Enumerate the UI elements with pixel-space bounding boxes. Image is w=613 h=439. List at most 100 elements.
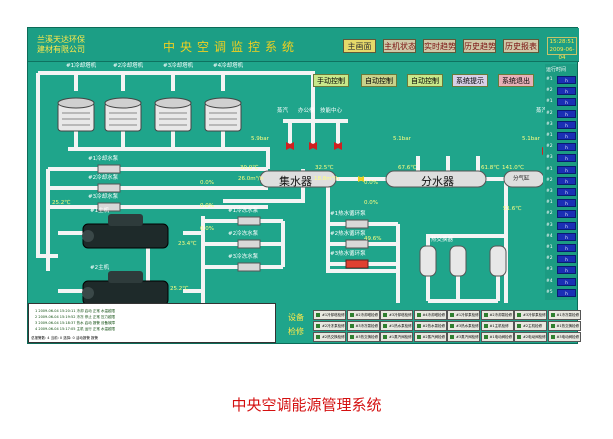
nav-realtime-trend-button[interactable]: 实时趋势 — [423, 39, 456, 53]
device-check-button[interactable]: #2蒸汽阀检修 — [413, 332, 447, 342]
device-check-button[interactable]: #2冷却塔检修 — [346, 310, 380, 320]
device-check-button[interactable]: #1热水泵检修 — [380, 321, 413, 331]
flow-1: 0.0% — [200, 180, 214, 186]
alarm-row[interactable]: 1 2009-06-04 15:20:11 冷却 启动 正常 水温越限 — [35, 309, 115, 313]
valve-distributor[interactable] — [358, 176, 364, 182]
device-check-button[interactable]: #3热交换检修 — [346, 332, 380, 342]
chiller-1[interactable] — [82, 214, 169, 249]
run-time-item-value: h — [557, 244, 576, 252]
heat-exchanger-temp: 51.6℃ — [503, 206, 522, 212]
chilled-pump-2[interactable] — [237, 239, 261, 249]
device-check-button[interactable]: #1冷却泵检修 — [447, 310, 480, 320]
run-time-item-value: h — [557, 143, 576, 152]
chilled-pump-2-label: #2冷冻水泵 — [228, 231, 259, 237]
company-name-line2: 建材有限公司 — [37, 45, 85, 54]
chiller-2[interactable] — [82, 271, 169, 303]
alarm-row[interactable]: 4 2009-06-04 15:17:05 主机 运行 正常 水温越限 — [35, 327, 115, 331]
hot-pump-1-label: #1热水循环泵 — [330, 211, 366, 217]
heat-exchanger-2[interactable] — [449, 245, 467, 277]
system-exit-button[interactable]: 系统退出 — [498, 74, 534, 87]
device-check-button[interactable]: #2冷却泵检修 — [480, 310, 514, 320]
device-check-button[interactable]: #3冷冻泵检修 — [346, 321, 380, 331]
device-check-button[interactable]: #2冷冻泵检修 — [313, 321, 346, 331]
cooling-pump-2[interactable] — [97, 183, 121, 193]
device-check-button[interactable]: #1热交换检修 — [547, 321, 581, 331]
company-name-line1: 兰溪天达环保 — [37, 35, 85, 44]
chilled-pump-3[interactable] — [237, 262, 261, 272]
auto-control-button[interactable]: 自动控制 — [361, 74, 397, 87]
device-check-button[interactable]: #2热交换检修 — [313, 332, 346, 342]
device-check-button[interactable]: #3电动阀检修 — [547, 332, 581, 342]
run-time-item-value: h — [557, 98, 576, 107]
run-time-item-value: h — [557, 232, 576, 241]
run-time-item-value: h — [557, 132, 576, 140]
hot-pump-3[interactable] — [345, 259, 369, 269]
device-check-button[interactable]: #1蒸汽阀检修 — [380, 332, 413, 342]
flow-3: 0.0% — [200, 226, 214, 232]
nav-main-button[interactable]: 主画面 — [343, 39, 376, 53]
run-time-item-label: #2 — [546, 256, 553, 262]
distributor-tank[interactable] — [385, 170, 487, 188]
heat-exchanger-1[interactable] — [419, 245, 437, 277]
device-check-button[interactable]: #2电动阀检修 — [514, 332, 547, 342]
device-check-label-1: 设备 — [288, 313, 304, 322]
system-prompt-button[interactable]: 系统提示 — [452, 74, 488, 87]
hot-pump-2-value: 0.0% — [364, 200, 378, 206]
collector-temp: 30.0℃ — [240, 165, 259, 171]
cooling-tower-2-label: #2冷却塔机 — [113, 63, 144, 69]
cooling-pump-3-label: #3冷却水泵 — [88, 194, 119, 200]
nav-chiller-status-button[interactable]: 主机状态 — [383, 39, 416, 53]
device-check-button[interactable]: #3蒸汽阀检修 — [447, 332, 480, 342]
run-time-item-value: h — [557, 87, 576, 96]
hot-pump-2[interactable] — [345, 239, 369, 249]
device-check-button[interactable]: #3冷却塔检修 — [380, 310, 413, 320]
valve-makeup[interactable] — [286, 142, 294, 150]
hot-pump-1[interactable] — [345, 219, 369, 229]
run-time-item-value: h — [557, 288, 576, 297]
chiller-2-label: #2主机 — [90, 265, 110, 271]
cooling-tower-4[interactable] — [204, 97, 242, 132]
cooling-tower-1[interactable] — [57, 97, 95, 132]
cooling-pump-1[interactable] — [97, 164, 121, 174]
datetime-display: 15:28:51 2009-06-04 — [547, 37, 577, 61]
valve-office[interactable] — [309, 142, 317, 150]
device-check-button[interactable]: #3冷却泵检修 — [514, 310, 547, 320]
run-time-item-label: #2 — [546, 211, 553, 217]
heat-exchanger-3[interactable] — [489, 245, 507, 277]
valve-steam[interactable] — [542, 147, 543, 155]
device-check-button[interactable]: #3热水泵检修 — [447, 321, 480, 331]
device-check-button[interactable]: #1冷却塔检修 — [313, 310, 346, 320]
hot-pump-3-value: 49.6% — [364, 236, 382, 242]
chiller-delta-temp: 23.4℃ — [178, 241, 197, 247]
chilled-pump-1[interactable] — [237, 216, 261, 226]
cooling-tower-2[interactable] — [104, 97, 142, 132]
device-check-button[interactable]: #1主机检修 — [480, 321, 514, 331]
device-check-button[interactable]: #1电动阀检修 — [480, 332, 514, 342]
device-check-button[interactable]: #2热水泵检修 — [413, 321, 447, 331]
steam-header-tank[interactable] — [503, 170, 543, 188]
distributor-label: 分水器 — [421, 175, 454, 188]
collector-tank[interactable] — [259, 170, 337, 188]
alarm-window[interactable]: 1 2009-06-04 15:20:11 冷却 启动 正常 水温越限 2 200… — [28, 303, 276, 343]
cooling-tower-3[interactable] — [154, 97, 192, 132]
run-time-item-label: #3 — [546, 121, 553, 127]
nav-history-report-button[interactable]: 历史报表 — [503, 39, 539, 53]
valve-rd-center[interactable] — [334, 142, 342, 150]
run-time-item-label: #3 — [546, 267, 553, 273]
device-check-button[interactable]: #2主机检修 — [514, 321, 547, 331]
cooling-pump-3[interactable] — [97, 202, 121, 212]
distributor-temp-2: 61.8℃ — [481, 165, 500, 171]
device-check-button[interactable]: #1冷冻泵检修 — [547, 310, 581, 320]
alarm-row[interactable]: 2 2009-06-04 15:19:52 冷冻 停止 正常 压力越限 — [35, 315, 115, 319]
nav-history-trend-button[interactable]: 历史趋势 — [463, 39, 496, 53]
auto-control-button-2[interactable]: 自动控制 — [407, 74, 443, 87]
alarm-row[interactable]: 3 2009-06-04 15:18:37 热水 启动 报警 设备故障 — [35, 321, 115, 325]
manual-control-button[interactable]: 手动控制 — [313, 74, 349, 87]
device-check-button[interactable]: #4冷却塔检修 — [413, 310, 447, 320]
flow-2: 0.0% — [200, 203, 214, 209]
valve-office-label: 办公楼 — [298, 108, 315, 114]
